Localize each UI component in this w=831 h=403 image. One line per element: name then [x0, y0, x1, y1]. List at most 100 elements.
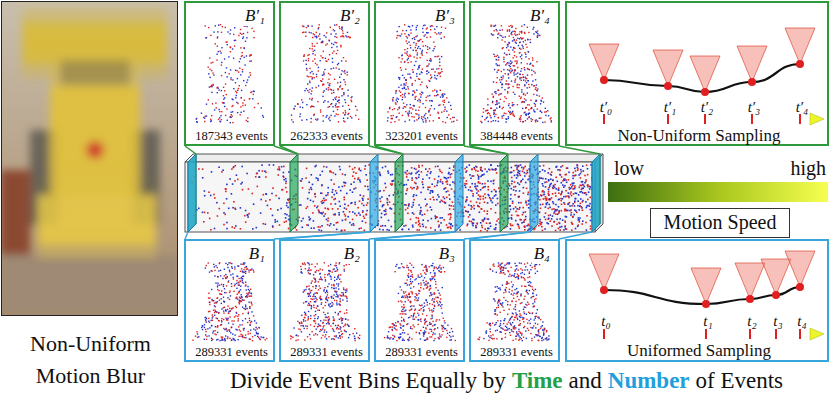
event-dot: [571, 229, 573, 231]
event-dot: [275, 195, 277, 197]
bin-leader-line: [280, 146, 298, 154]
event-dot: [277, 209, 279, 211]
event-dot: [572, 175, 574, 177]
event-dot: [360, 170, 362, 172]
event-dot: [364, 217, 366, 219]
event-dot: [228, 208, 230, 210]
event-dot: [421, 210, 423, 212]
bin-leader-line: [185, 232, 188, 239]
event-dot: [487, 202, 489, 204]
event-dot: [234, 227, 236, 229]
event-dot: [333, 199, 335, 201]
event-dot: [564, 210, 566, 212]
event-dot: [387, 170, 389, 172]
event-dot: [495, 168, 497, 170]
event-dot: [204, 190, 206, 192]
event-dot: [430, 171, 432, 173]
event-dot: [565, 190, 567, 192]
event-dot: [453, 166, 455, 168]
event-dot: [517, 166, 519, 168]
event-dot: [449, 205, 451, 207]
event-dot: [440, 179, 442, 181]
bin-slice: [500, 154, 508, 232]
event-dot: [336, 229, 338, 231]
event-dot: [539, 177, 541, 179]
event-dot: [362, 220, 364, 222]
event-dot: [365, 222, 367, 224]
event-dot: [302, 187, 304, 189]
event-dot: [385, 211, 387, 213]
event-dot: [424, 213, 426, 215]
event-dot: [589, 203, 591, 205]
event-dot: [285, 187, 287, 189]
event-dot: [590, 228, 592, 230]
event-dot: [321, 193, 323, 195]
event-dot: [548, 191, 550, 193]
event-dot: [366, 210, 368, 212]
event-dot: [347, 216, 349, 218]
event-dot: [385, 187, 387, 189]
event-dot: [392, 183, 394, 185]
event-dot: [275, 221, 277, 223]
event-dot: [542, 183, 544, 185]
event-dot: [477, 174, 479, 176]
event-dot: [510, 223, 512, 225]
event-dot: [518, 215, 520, 217]
event-dot: [386, 229, 388, 231]
event-dot: [564, 226, 566, 228]
event-dot: [480, 169, 482, 171]
event-dot: [366, 179, 368, 181]
event-dot: [209, 218, 211, 220]
event-dot: [574, 185, 576, 187]
event-dot: [544, 182, 546, 184]
event-dot: [327, 192, 329, 194]
event-dot: [386, 202, 388, 204]
event-dot: [286, 202, 288, 204]
event-dot: [516, 169, 518, 171]
event-dot: [316, 207, 318, 209]
event-dot: [226, 198, 228, 200]
event-dot: [380, 175, 382, 177]
event-dot: [207, 212, 209, 214]
event-dot: [339, 166, 341, 168]
event-dot: [342, 186, 344, 188]
event-dot: [425, 227, 427, 229]
event-dot: [575, 198, 577, 200]
event-dot: [323, 215, 325, 217]
event-dot: [449, 184, 451, 186]
event-dot: [574, 200, 576, 202]
event-dot: [253, 203, 255, 205]
event-dot: [510, 209, 512, 211]
event-dot: [558, 206, 560, 208]
event-dot: [358, 168, 360, 170]
event-dot: [548, 193, 550, 195]
event-dot: [468, 211, 470, 213]
event-dot: [542, 178, 544, 180]
event-dot: [225, 191, 227, 193]
event-dot: [565, 179, 567, 181]
event-dot: [420, 226, 422, 228]
event-dot: [574, 205, 576, 207]
bin-slice: [592, 154, 600, 232]
event-dot: [208, 191, 210, 193]
event-dot: [387, 204, 389, 206]
event-dot: [511, 188, 513, 190]
event-dot: [590, 186, 592, 188]
event-dot: [285, 217, 287, 219]
event-dot: [492, 197, 494, 199]
event-dot: [311, 174, 313, 176]
event-dot: [366, 204, 368, 206]
event-dot: [446, 181, 448, 183]
event-dot: [288, 171, 290, 173]
event-dot: [252, 193, 254, 195]
event-dot: [484, 210, 486, 212]
event-dot: [567, 210, 569, 212]
event-dot: [419, 223, 421, 225]
event-dot: [331, 179, 333, 181]
event-dot: [355, 172, 357, 174]
event-dot: [301, 180, 303, 182]
event-dot: [473, 222, 475, 224]
event-dot: [446, 197, 448, 199]
event-dot: [278, 198, 280, 200]
event-dot: [422, 224, 424, 226]
